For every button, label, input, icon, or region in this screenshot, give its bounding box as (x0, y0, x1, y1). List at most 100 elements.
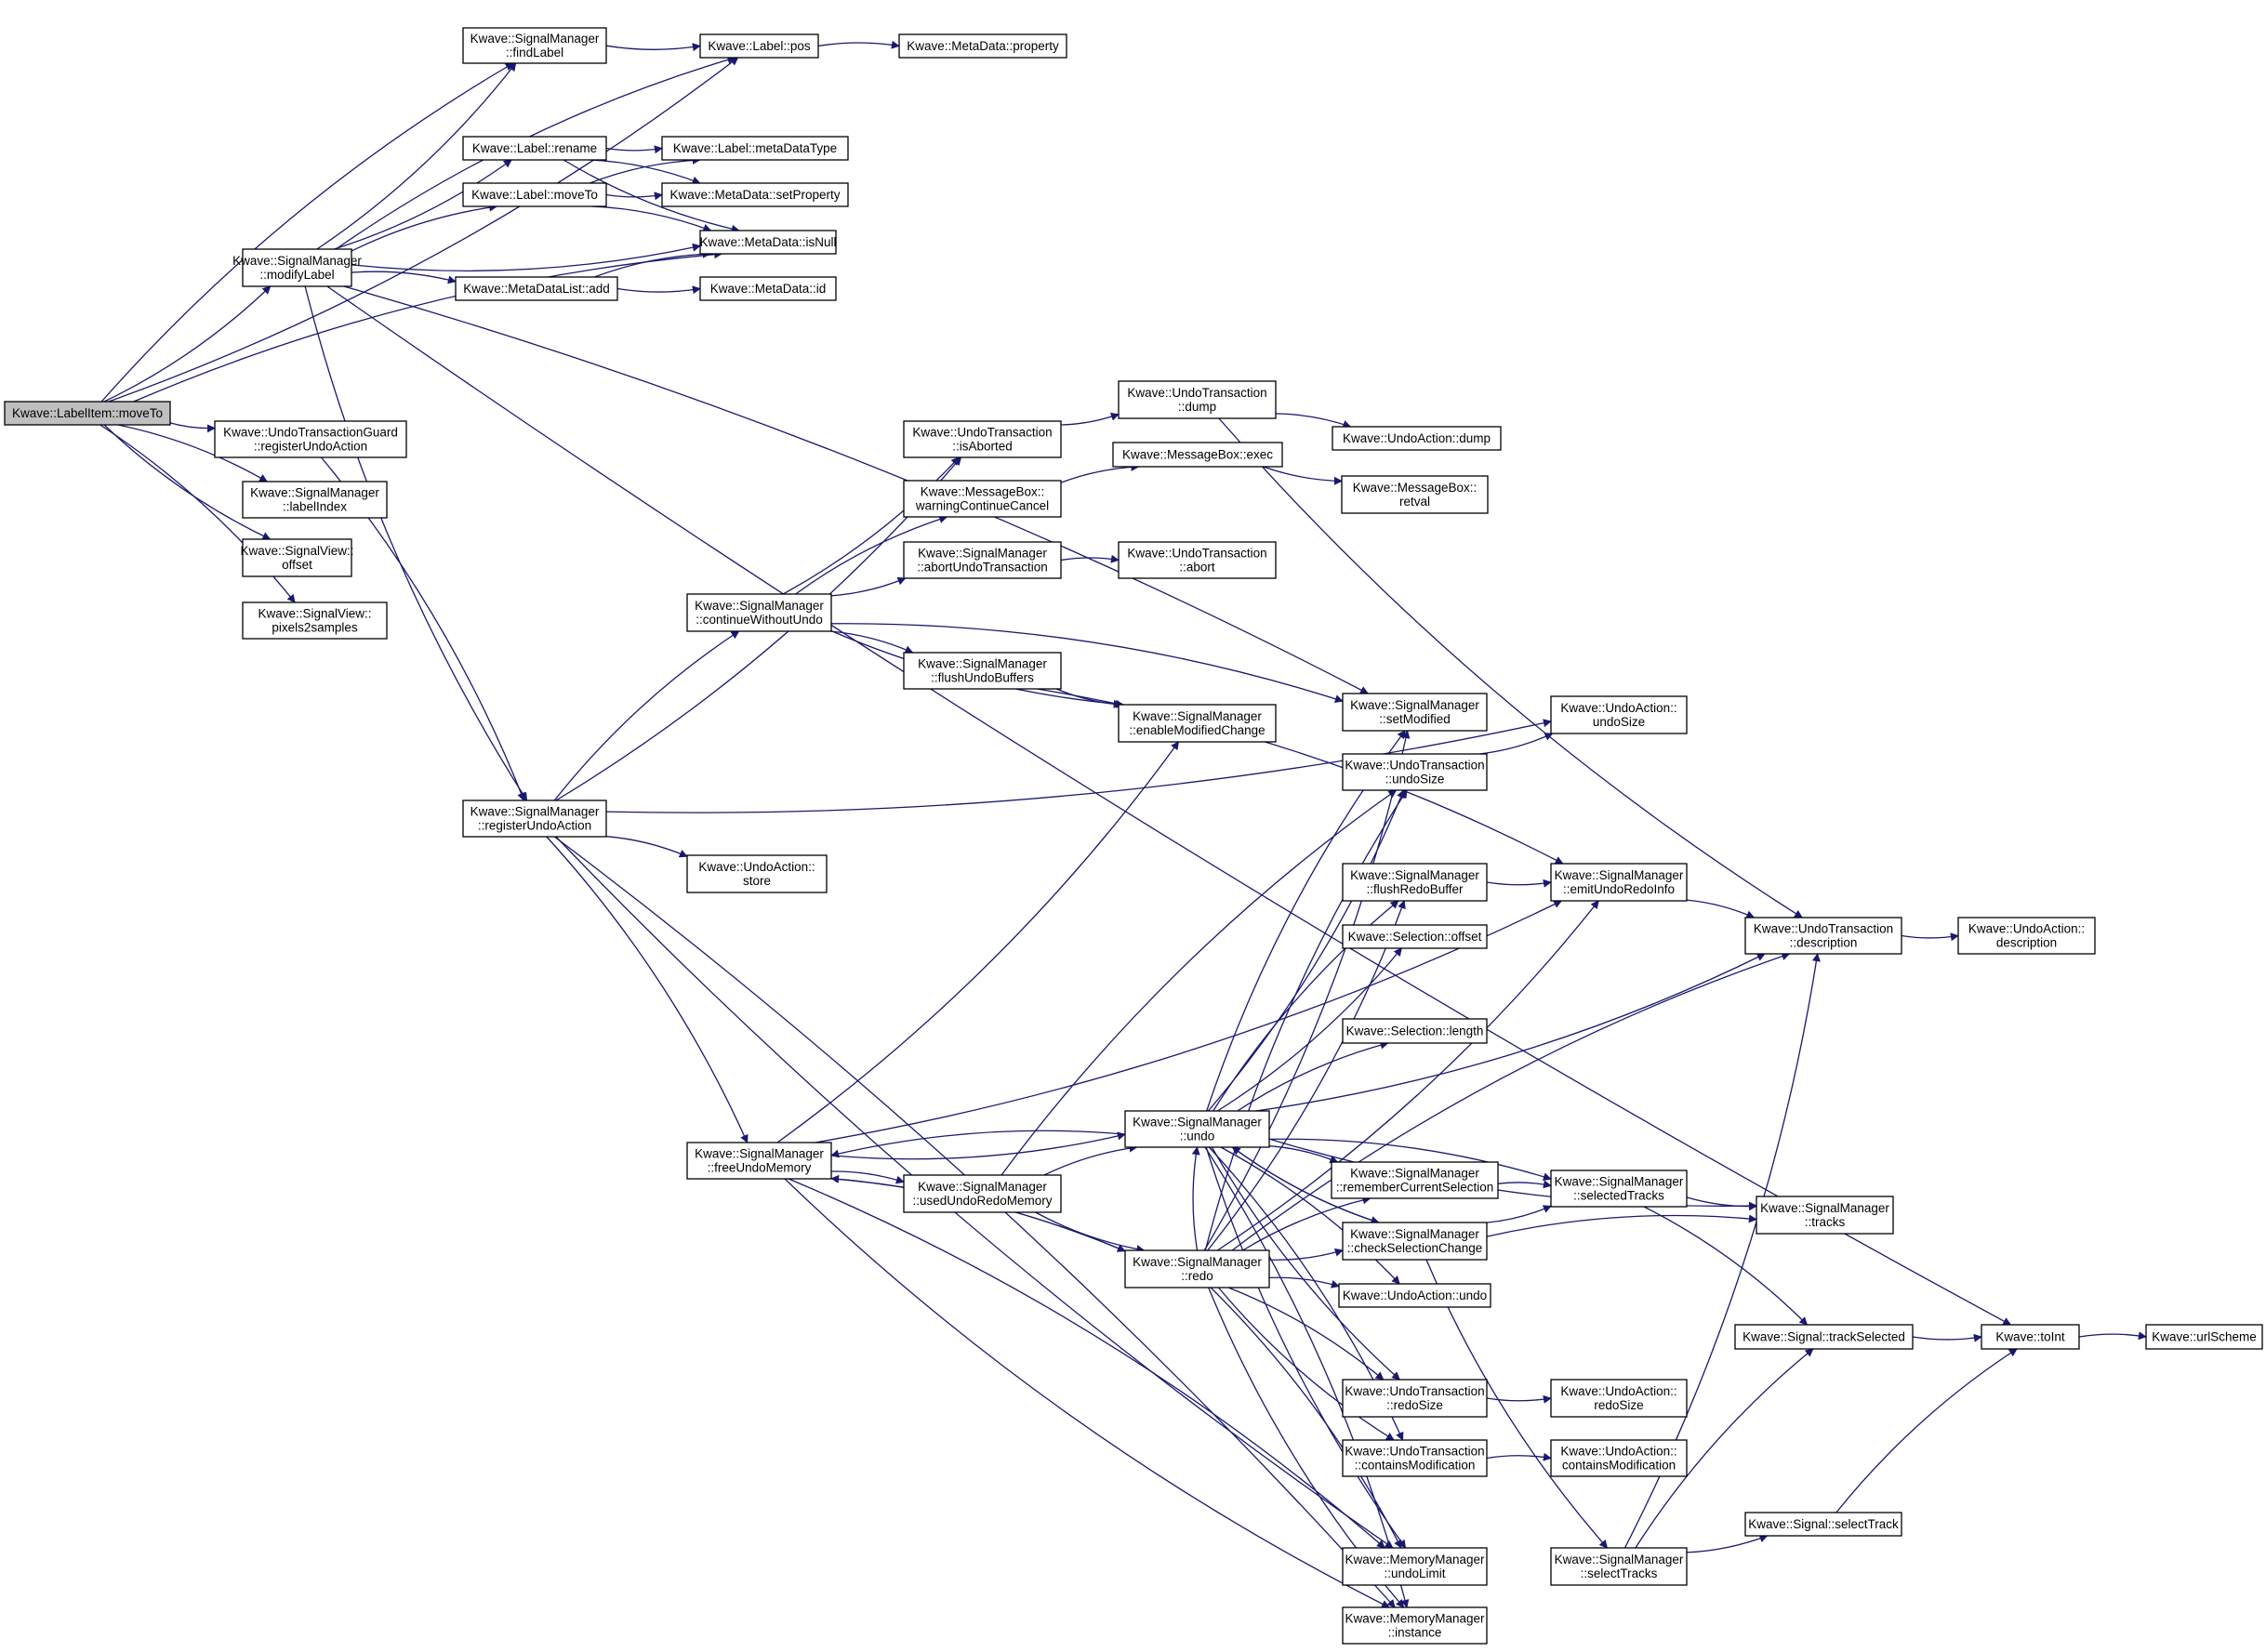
call-edge (594, 249, 711, 278)
node-box (1118, 380, 1277, 419)
node-sv-offset[interactable]: Kwave::SignalView::offset (240, 538, 354, 577)
call-edge (1220, 1146, 1400, 1285)
node-root[interactable]: Kwave::LabelItem::moveTo (4, 401, 171, 426)
node-label-line: Kwave::UndoTransaction (1127, 386, 1266, 400)
call-edge (546, 836, 749, 1143)
node-sm-emit[interactable]: Kwave::SignalManager::emitUndoRedoInfo (1550, 863, 1688, 902)
node-modify-label[interactable]: Kwave::SignalManager::modifyLabel (232, 248, 362, 287)
node-sm-remember[interactable]: Kwave::SignalManager::rememberCurrentSel… (1331, 1161, 1499, 1199)
node-sm-register[interactable]: Kwave::SignalManager::registerUndoAction (462, 800, 607, 838)
call-edge (1635, 1348, 1814, 1549)
node-box (898, 33, 1067, 59)
call-edge (1486, 879, 1552, 888)
node-label-line: Kwave::MetaData::setProperty (669, 188, 840, 202)
node-label-line: ::rememberCurrentSelection (1336, 1181, 1494, 1195)
node-box (1124, 1249, 1270, 1289)
node-md-property[interactable]: Kwave::MetaData::property (898, 33, 1067, 59)
node-ua-description[interactable]: Kwave::UndoAction::description (1957, 917, 2096, 955)
node-ua-undo-size[interactable]: Kwave::UndoAction::undoSize (1550, 695, 1688, 734)
node-label-line: Kwave::UndoAction:: (1560, 1384, 1676, 1398)
call-edge (788, 1178, 1385, 1549)
node-mb-warning[interactable]: Kwave::MessageBox::warningContinueCancel (903, 480, 1062, 518)
node-sm-undo[interactable]: Kwave::SignalManager::undo (1124, 1110, 1270, 1148)
node-mdl-add[interactable]: Kwave::MetaDataList::add (455, 276, 618, 301)
node-label-line: Kwave::Signal::trackSelected (1743, 1330, 1905, 1344)
node-utg-register[interactable]: Kwave::UndoTransactionGuard::registerUnd… (214, 420, 407, 458)
node-ut-undo-size[interactable]: Kwave::UndoTransaction::undoSize (1342, 753, 1488, 791)
node-sm-free-undo[interactable]: Kwave::SignalManager::freeUndoMemory (686, 1142, 832, 1180)
node-label-line: Kwave::SignalManager (918, 657, 1047, 671)
node-label-line: Kwave::MetaData::id (710, 282, 827, 296)
node-label-rename[interactable]: Kwave::Label::rename (462, 136, 607, 161)
node-ua-undo[interactable]: Kwave::UndoAction::undo (1338, 1283, 1491, 1308)
node-label-line: Kwave::UndoAction::dump (1343, 431, 1491, 445)
node-label-line: store (743, 874, 771, 888)
node-label-line: ::containsModification (1355, 1459, 1476, 1473)
node-sv-pixels2samples[interactable]: Kwave::SignalView::pixels2samples (242, 601, 388, 640)
node-box (2145, 1324, 2263, 1350)
call-edge (1216, 900, 1599, 1251)
node-sel-length[interactable]: Kwave::Selection::length (1342, 1018, 1488, 1044)
node-md-is-null[interactable]: Kwave::MetaData::isNull (699, 230, 837, 255)
node-sm-continue[interactable]: Kwave::SignalManager::continueWithoutUnd… (686, 593, 832, 632)
node-mb-exec[interactable]: Kwave::MessageBox::exec (1112, 442, 1283, 468)
node-ua-dump[interactable]: Kwave::UndoAction::dump (1332, 426, 1502, 451)
node-to-int[interactable]: Kwave::toInt (1981, 1324, 2080, 1350)
node-label-line: Kwave::MemoryManager (1345, 1553, 1485, 1566)
call-edge (1060, 462, 1140, 483)
node-ut-redo-size[interactable]: Kwave::UndoTransaction::redoSize (1342, 1379, 1488, 1418)
node-sm-abort-ut[interactable]: Kwave::SignalManager::abortUndoTransacti… (903, 541, 1062, 579)
node-label-line: ::instance (1388, 1626, 1442, 1640)
node-ut-description[interactable]: Kwave::UndoTransaction::description (1744, 917, 1902, 955)
node-mm-instance[interactable]: Kwave::MemoryManager::instance (1342, 1606, 1488, 1645)
node-url-scheme[interactable]: Kwave::urlScheme (2145, 1324, 2263, 1350)
node-label-pos[interactable]: Kwave::Label::pos (699, 33, 819, 59)
node-sm-select-tracks[interactable]: Kwave::SignalManager::selectTracks (1550, 1547, 1688, 1586)
node-label-line: Kwave::SignalView:: (258, 607, 371, 621)
node-ut-is-aborted[interactable]: Kwave::UndoTransaction::isAborted (903, 420, 1062, 458)
node-box (686, 854, 828, 893)
node-label-meta-data-type[interactable]: Kwave::Label::metaDataType (661, 136, 849, 161)
node-ua-redo-size[interactable]: Kwave::UndoAction::redoSize (1550, 1379, 1688, 1418)
node-sm-tracks[interactable]: Kwave::SignalManager::tracks (1756, 1196, 1894, 1235)
node-ut-dump[interactable]: Kwave::UndoTransaction::dump (1118, 380, 1277, 419)
node-label-line: Kwave::Label::metaDataType (673, 141, 837, 155)
node-sm-check-sel[interactable]: Kwave::SignalManager::checkSelectionChan… (1342, 1222, 1488, 1261)
node-mm-undo-limit[interactable]: Kwave::MemoryManager::undoLimit (1342, 1547, 1488, 1586)
node-label-line: ::abort (1179, 561, 1215, 575)
node-label-line: Kwave::SignalManager (232, 254, 362, 268)
node-sm-enable-modified[interactable]: Kwave::SignalManager::enableModifiedChan… (1118, 704, 1277, 743)
call-edge (1497, 1180, 1552, 1189)
node-sm-flush-undo[interactable]: Kwave::SignalManager::flushUndoBuffers (903, 652, 1062, 690)
node-label-move-to[interactable]: Kwave::Label::moveTo (462, 182, 607, 207)
node-ua-store[interactable]: Kwave::UndoAction::store (686, 854, 828, 893)
node-label-line: Kwave::toInt (1995, 1330, 2065, 1344)
call-edge (1912, 1333, 1982, 1342)
node-sm-flush-redo[interactable]: Kwave::SignalManager::flushRedoBuffer (1342, 863, 1488, 902)
node-label-line: Kwave::MemoryManager (1345, 1612, 1485, 1626)
node-sm-redo[interactable]: Kwave::SignalManager::redo (1124, 1249, 1270, 1289)
node-ua-contains-mod[interactable]: Kwave::UndoAction::containsModification (1550, 1439, 1688, 1477)
node-label-line: ::redoSize (1386, 1398, 1443, 1412)
node-find-label[interactable]: Kwave::SignalManager::findLabel (462, 27, 607, 64)
node-sm-selected[interactable]: Kwave::SignalManager::selectedTracks (1550, 1170, 1688, 1208)
node-label-index[interactable]: Kwave::SignalManager::labelIndex (242, 481, 388, 519)
node-sig-track-selected[interactable]: Kwave::Signal::trackSelected (1734, 1324, 1914, 1350)
node-sig-select-track[interactable]: Kwave::Signal::selectTrack (1744, 1512, 1902, 1537)
call-edge (1268, 1248, 1344, 1261)
node-md-set-property[interactable]: Kwave::MetaData::setProperty (661, 182, 849, 207)
node-label-line: Kwave::SignalManager (250, 486, 379, 500)
node-box (661, 136, 849, 161)
call-edge (605, 43, 701, 52)
node-mb-retval[interactable]: Kwave::MessageBox::retval (1341, 475, 1489, 514)
node-sel-offset[interactable]: Kwave::Selection::offset (1342, 924, 1488, 949)
node-md-id[interactable]: Kwave::MetaData::id (699, 276, 837, 301)
node-sm-used-ur[interactable]: Kwave::SignalManager::usedUndoRedoMemory (903, 1174, 1062, 1213)
node-label-line: Kwave::MetaDataList::add (463, 282, 610, 296)
node-box (903, 652, 1062, 690)
call-edge (108, 57, 739, 403)
call-edge (1191, 1146, 1200, 1251)
node-ut-contains-mod[interactable]: Kwave::UndoTransaction::containsModifica… (1342, 1439, 1488, 1477)
node-sm-set-modified[interactable]: Kwave::SignalManager::setModified (1342, 693, 1488, 732)
node-ut-abort[interactable]: Kwave::UndoTransaction::abort (1118, 541, 1277, 579)
